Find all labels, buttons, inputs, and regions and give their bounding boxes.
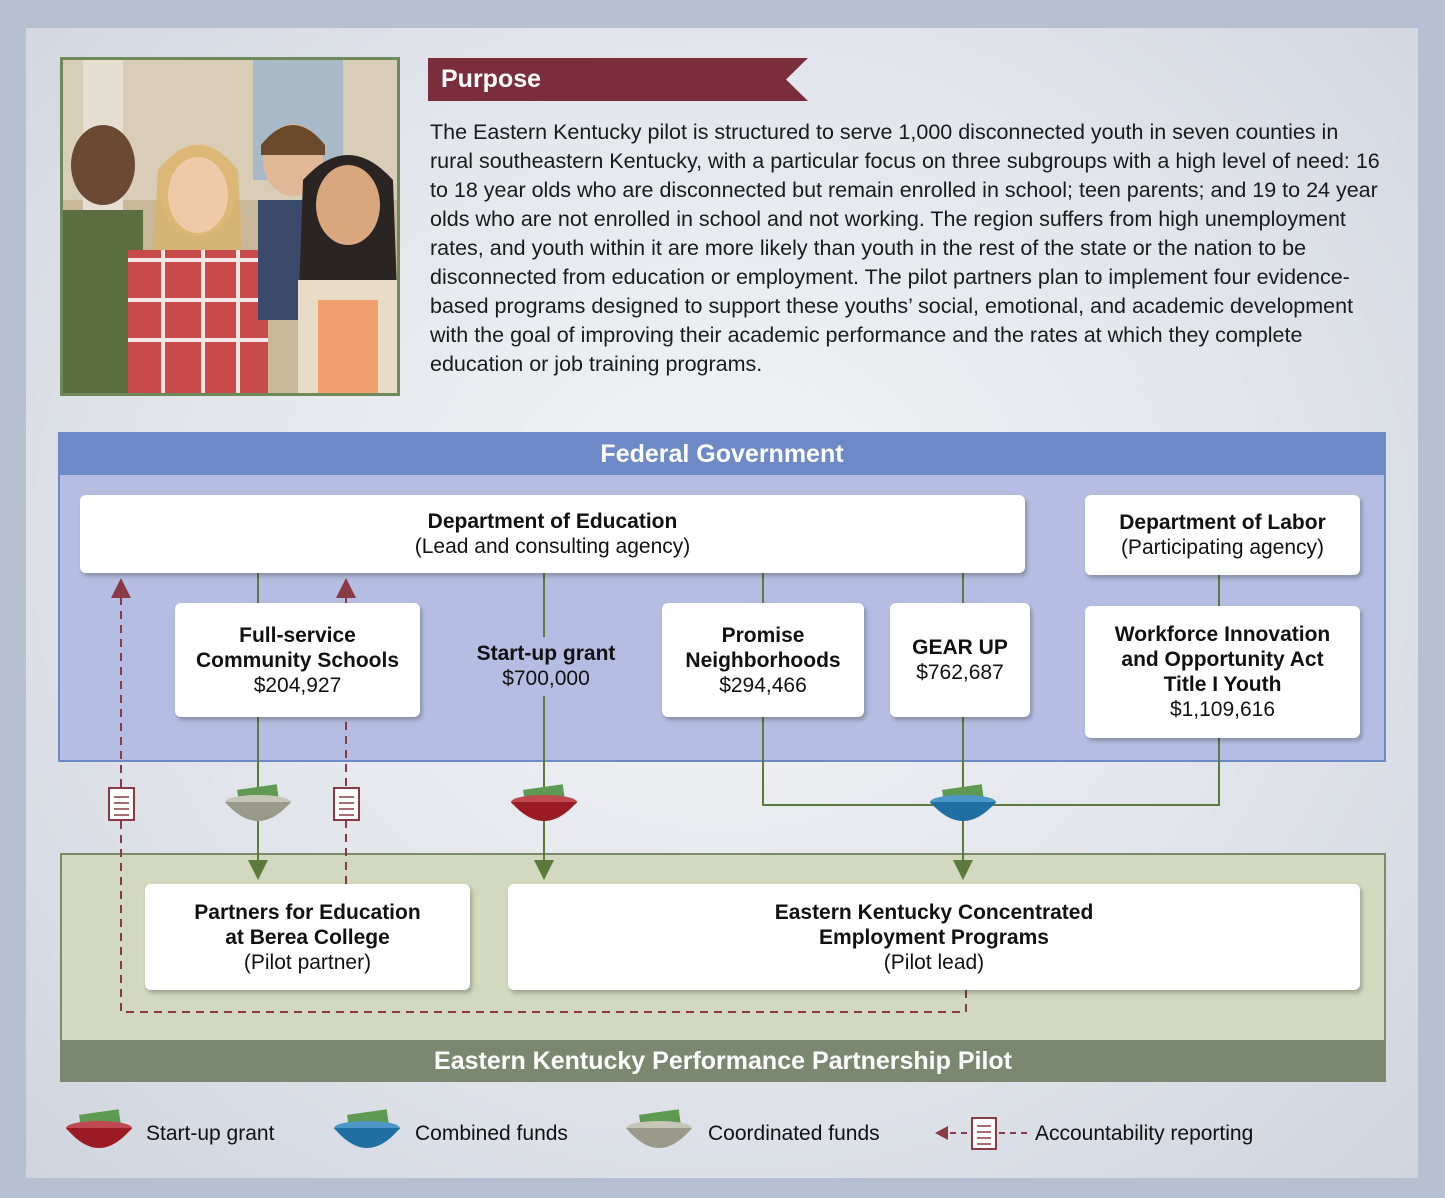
coordinated-funds-bowl-icon bbox=[225, 784, 291, 821]
report-doc-icon-left bbox=[108, 787, 135, 821]
wioa-amount: $1,109,616 bbox=[1169, 698, 1276, 721]
startup-amount: $700,000 bbox=[502, 667, 590, 690]
dol-name: Department of Labor bbox=[1119, 511, 1326, 534]
fscs-amount: $204,927 bbox=[253, 673, 342, 697]
legend-coordinated-bowl-icon bbox=[626, 1109, 692, 1148]
department-of-education-box: Department of Education (Lead and consul… bbox=[80, 495, 1025, 573]
students-photo bbox=[60, 57, 400, 396]
partner-line2: at Berea College bbox=[225, 925, 390, 949]
startup-name: Start-up grant bbox=[476, 642, 616, 665]
doe-role: (Lead and consulting agency) bbox=[414, 535, 691, 558]
combined-funds-bowl-icon bbox=[930, 784, 996, 821]
legend-accountability-icon bbox=[935, 1117, 1028, 1150]
wioa-line2: and Opportunity Act bbox=[1121, 648, 1324, 671]
fscs-line2: Community Schools bbox=[195, 648, 400, 672]
promise-neighborhoods-box: Promise Neighborhoods $294,466 bbox=[662, 603, 864, 717]
dol-role: (Participating agency) bbox=[1120, 536, 1325, 559]
doe-name: Department of Education bbox=[427, 510, 678, 533]
partner-line1: Partners for Education bbox=[194, 900, 421, 924]
legend-startup-label: Start-up grant bbox=[146, 1122, 275, 1145]
federal-government-title: Federal Government bbox=[58, 432, 1386, 475]
startup-grant-label: Start-up grant $700,000 bbox=[458, 641, 634, 691]
wioa-title-i-youth-box: Workforce Innovation and Opportunity Act… bbox=[1085, 606, 1360, 738]
purpose-heading: Purpose bbox=[441, 65, 542, 93]
promise-line1: Promise bbox=[721, 623, 805, 647]
lead-line2: Employment Programs bbox=[819, 925, 1049, 949]
full-service-community-schools-box: Full-service Community Schools $204,927 bbox=[175, 603, 420, 717]
startup-grant-bowl-icon bbox=[511, 784, 577, 821]
gearup-amount: $762,687 bbox=[916, 661, 1004, 684]
lead-role: (Pilot lead) bbox=[883, 950, 985, 974]
wioa-line1: Workforce Innovation bbox=[1114, 623, 1331, 646]
department-of-labor-box: Department of Labor (Participating agenc… bbox=[1085, 495, 1360, 575]
promise-amount: $294,466 bbox=[719, 673, 807, 697]
report-doc-icon-right bbox=[333, 787, 360, 821]
legend-combined-bowl-icon bbox=[334, 1109, 400, 1148]
purpose-text: The Eastern Kentucky pilot is structured… bbox=[430, 120, 1380, 376]
partners-for-education-box: Partners for Education at Berea College … bbox=[145, 884, 470, 990]
legend-accountability-label: Accountability reporting bbox=[1035, 1122, 1254, 1145]
legend-startup-bowl-icon bbox=[66, 1109, 132, 1148]
legend-coordinated-label: Coordinated funds bbox=[708, 1122, 880, 1145]
lead-line1: Eastern Kentucky Concentrated bbox=[774, 900, 1094, 924]
gearup-name: GEAR UP bbox=[912, 636, 1008, 659]
gear-up-box: GEAR UP $762,687 bbox=[890, 603, 1030, 717]
promise-line2: Neighborhoods bbox=[685, 648, 841, 672]
fscs-line1: Full-service bbox=[239, 623, 356, 647]
purpose-banner: Purpose bbox=[428, 58, 808, 101]
legend-combined-label: Combined funds bbox=[415, 1122, 568, 1145]
pilot-title: Eastern Kentucky Performance Partnership… bbox=[60, 1040, 1386, 1082]
partner-role: (Pilot partner) bbox=[243, 950, 372, 974]
wioa-line3: Title I Youth bbox=[1163, 673, 1282, 696]
ekcep-box: Eastern Kentucky Concentrated Employment… bbox=[508, 884, 1360, 990]
